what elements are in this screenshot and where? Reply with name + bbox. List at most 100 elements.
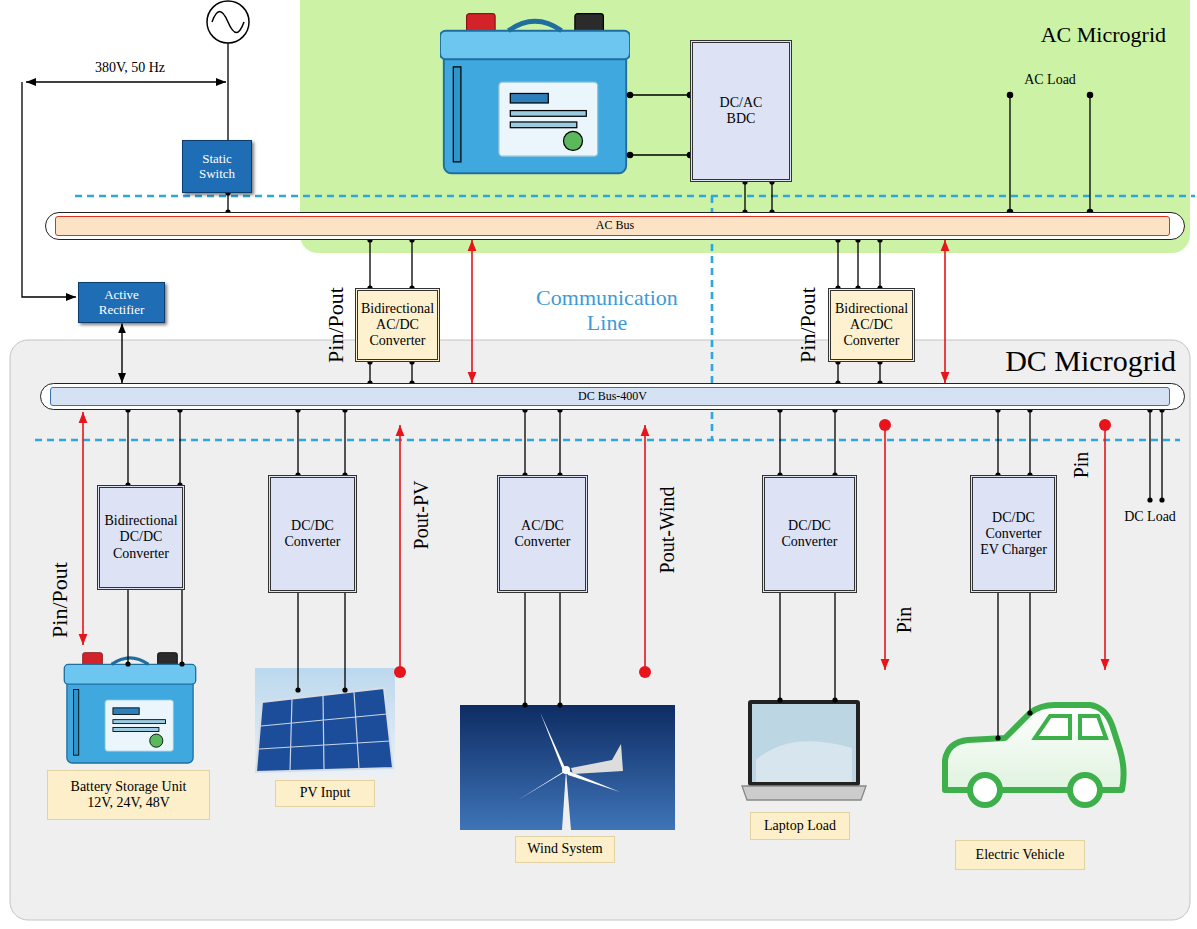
communication-label-holder: Communication Line <box>527 285 687 336</box>
device-wires-part <box>128 590 182 664</box>
device-wires-part-part <box>777 697 782 702</box>
laptop-picture-part <box>752 704 856 782</box>
load-label: AC Load <box>1024 72 1076 88</box>
bus-wire <box>998 410 1030 475</box>
battery-wires-part <box>627 92 632 97</box>
bus-wire <box>227 193 228 212</box>
electric-vehicle-picture-part <box>1070 775 1100 805</box>
bus-wire <box>838 240 880 288</box>
converter-box: Bidirectional AC/DC Converter <box>828 288 915 362</box>
ac-load-wires-part <box>1007 92 1012 97</box>
device-wires <box>125 407 1164 740</box>
grid-line <box>22 82 76 297</box>
bus-wire <box>128 410 180 485</box>
device-label-box: Wind System <box>515 836 615 863</box>
power-flow-arrows-part-part <box>394 666 406 678</box>
laptop-picture <box>742 700 866 800</box>
electric-vehicle-picture-part <box>1035 716 1106 738</box>
device-wires-part-part <box>995 735 1000 740</box>
node-text: Wind System <box>527 841 602 857</box>
node-text: Bidirectional AC/DC Converter <box>361 301 434 349</box>
ac-source-symbol-part <box>207 1 249 43</box>
power-flow-label: Pin <box>1070 452 1093 479</box>
region-fills <box>10 0 1190 920</box>
static-switch-box: Static Switch <box>182 140 252 193</box>
active-rectifier-box: Active Rectifier <box>78 282 165 324</box>
voltage-label-holder: 380V, 50 Hz <box>95 60 165 76</box>
device-label-box: Battery Storage Unit 12V, 24V, 48V <box>47 770 210 820</box>
power-flow-label-holder: Pin/Pout <box>323 287 348 363</box>
converter-box: Bidirectional AC/DC Converter <box>355 288 440 362</box>
battery-wires-part <box>630 95 690 155</box>
device-wires-part-part <box>125 661 130 666</box>
source-wire <box>227 43 228 140</box>
device-wires-part-part <box>1027 710 1032 715</box>
device-label-box: PV Input <box>275 780 375 807</box>
power-flow-label-holder: Pin/Pout <box>47 562 72 638</box>
power-flow-arrows-part <box>394 419 1111 678</box>
wind-turbine-picture-part <box>562 766 570 774</box>
laptop-picture-part <box>748 700 860 786</box>
pv-panel-picture-part <box>255 668 395 775</box>
ac-load-wires-part <box>1010 95 1090 212</box>
region-fill <box>10 340 1190 920</box>
power-flow-label: Pout-Wind <box>656 487 679 574</box>
device-label-box: Electric Vehicle <box>955 840 1085 870</box>
power-flow-arrows-part <box>884 425 886 670</box>
converter-box: DC/DC Converter <box>268 475 357 593</box>
pv-panel-picture-part <box>259 692 390 771</box>
node-text: DC/DC Converter <box>768 518 851 550</box>
device-wires-part-part <box>832 697 837 702</box>
communication-label: Communication Line <box>527 285 687 336</box>
load-label: DC Load <box>1124 509 1176 525</box>
battery-picture <box>64 653 195 763</box>
device-wires-part <box>525 593 560 705</box>
power-flow-arrows <box>83 412 1111 678</box>
battery-wires-part <box>627 152 632 157</box>
device-wires-part-part <box>179 661 184 666</box>
voltage-label: 380V, 50 Hz <box>95 60 165 76</box>
load-label-holder: AC Load <box>1024 72 1076 88</box>
device-wires-part-part <box>295 687 300 692</box>
device-wires-part-part <box>557 702 562 707</box>
ac-source-symbol <box>207 1 249 43</box>
laptop-picture-part <box>756 741 852 782</box>
node-text: AC/DC Converter <box>503 518 582 550</box>
power-flow-arrows-part-part <box>639 666 651 678</box>
static-drawing <box>22 1 1195 830</box>
bus-wire <box>745 182 772 212</box>
power-flow-label: Pin <box>893 607 916 634</box>
ac-load-wires-part <box>1087 92 1092 97</box>
node-text: Bidirectional AC/DC Converter <box>834 301 909 349</box>
communication-line <box>35 196 1195 440</box>
bdc-box: DC/AC BDC <box>690 40 792 182</box>
power-flow-label-holder: Pout-Wind <box>656 487 679 574</box>
communication-line-part <box>75 195 1195 198</box>
node-text: Battery Storage Unit 12V, 24V, 48V <box>60 779 197 811</box>
pv-panel-picture-part <box>256 688 393 772</box>
bus-wire <box>780 410 835 475</box>
ac-source-symbol-part <box>212 12 244 33</box>
wind-turbine-picture <box>460 705 675 830</box>
wind-turbine-picture-part <box>540 712 566 770</box>
node-text: Bidirectional DC/DC Converter <box>103 513 179 561</box>
device-wires-part <box>1150 410 1162 500</box>
power-flow-label-holder: Pin <box>1070 452 1093 479</box>
device-wires-part <box>780 593 835 700</box>
node-text: Laptop Load <box>764 818 836 834</box>
power-flow-label-holder: Pout-PV <box>410 481 433 550</box>
bus-wire <box>370 240 412 288</box>
power-flow-label: Pin/Pout <box>795 287 820 363</box>
node-text: DC/AC BDC <box>709 95 773 127</box>
wind-turbine-picture-part <box>518 770 566 800</box>
power-flow-label-holder: Pin/Pout <box>795 287 820 363</box>
power-flow-arrows-part-part <box>879 419 891 431</box>
power-flow-arrows-part <box>644 425 646 672</box>
battery-wires <box>627 92 692 157</box>
ac-bus-bar: AC Bus <box>45 212 1185 240</box>
node-text: PV Input <box>300 785 351 801</box>
device-wires-part <box>298 593 345 690</box>
power-flow-arrow <box>944 240 946 383</box>
node-text: DC Bus-400V <box>578 390 647 404</box>
wind-turbine-picture-part <box>571 744 623 774</box>
